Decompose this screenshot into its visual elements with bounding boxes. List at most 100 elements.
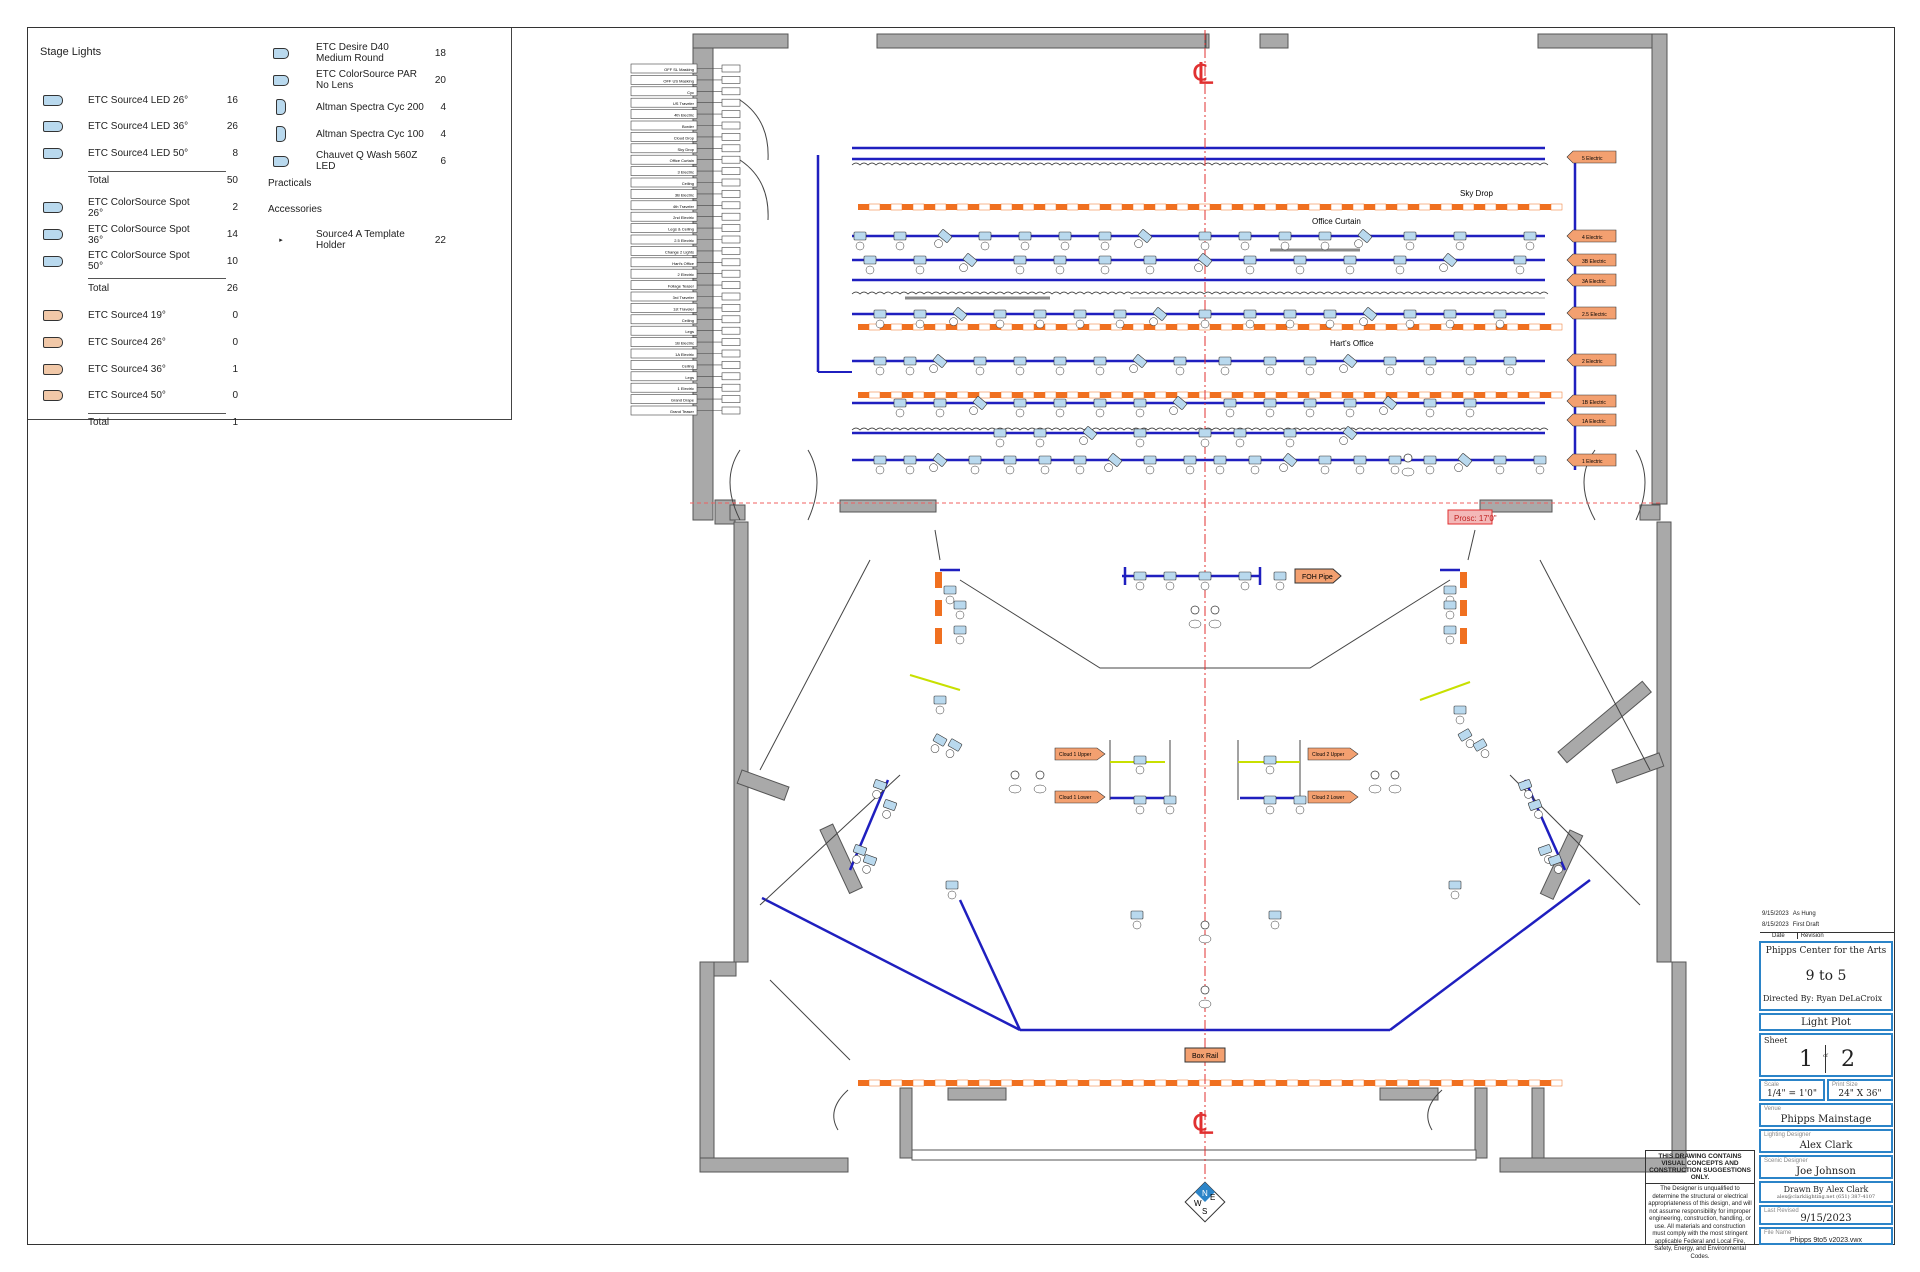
disclaimer-body: The Designer is unqualified to determine… (1648, 1186, 1752, 1260)
lighting-fixture (1263, 356, 1277, 376)
lighting-fixture (1238, 571, 1252, 591)
office-curtain-label: Office Curtain (1312, 217, 1361, 226)
lighting-fixture (969, 396, 988, 415)
revised-value: 9/15/2023 (1800, 1213, 1852, 1224)
lighting-fixture (1503, 356, 1517, 376)
lineset-label: Ceiling (682, 363, 694, 368)
fixture-symbol-icon (40, 202, 66, 214)
lineset-row: 3rd Traveler (630, 291, 741, 302)
lineset-label: 1B Electric (675, 341, 694, 346)
lineset-label: Border (682, 124, 695, 129)
lighting-fixture (893, 398, 907, 418)
lighting-fixture (1163, 571, 1177, 591)
pipe-tag-label: 4 Electric (1582, 235, 1603, 241)
lighting-fixture (1113, 309, 1127, 329)
cloud-tag-label: Cloud 2 Upper (1312, 752, 1345, 758)
lighting-fixture (1183, 455, 1197, 475)
legend-item-qty: 0 (232, 390, 238, 402)
lighting-fixture (873, 455, 887, 475)
lighting-fixture (1457, 728, 1475, 748)
lineset-label: Foliage Teaser (668, 284, 695, 289)
legend-item-name: ETC ColorSource Spot 36° (88, 223, 190, 246)
lighting-fixture (1130, 910, 1144, 930)
lighting-fixture (1423, 356, 1437, 376)
lineset-row: US Traveler (630, 97, 741, 108)
legend-item: ETC Source4 26°0 (40, 332, 238, 352)
lighting-fixture (1279, 453, 1298, 472)
lineset-row: 4th Electric (630, 109, 741, 119)
legend-item: ETC ColorSource Spot 26°2 (40, 196, 238, 219)
lineset-row: 2nd Electric (630, 211, 741, 222)
lighting-fixture (1013, 255, 1027, 275)
lighting-fixture (863, 255, 877, 275)
centerline-symbol-bottom: ℄ (1193, 1108, 1214, 1141)
lighting-fixture (1303, 398, 1317, 418)
lighting-fixture (873, 356, 887, 376)
lighting-fixture (1393, 255, 1407, 275)
lineset-row: Grand Teaser (630, 405, 741, 416)
lighting-fixture (959, 253, 978, 272)
lighting-fixture (929, 453, 948, 472)
lineset-row: 1B Electric (630, 337, 741, 347)
sheet-number: 1 (1799, 1047, 1813, 1072)
lighting-fixture (1527, 799, 1543, 819)
lighting-fixture (853, 231, 867, 251)
legend-item-qty: 20 (434, 74, 446, 86)
legend-item-qty: 16 (226, 94, 238, 106)
lineset-label: 1st Traveler (673, 306, 695, 311)
lineset-label: Change 2 Lights (665, 249, 694, 254)
fixture-symbol-icon (40, 121, 66, 133)
lighting-fixture (1517, 779, 1533, 799)
print-size-box: Print Size 24" X 36" (1827, 1079, 1893, 1101)
lighting-fixture (1013, 356, 1027, 376)
lineset-label: Office Curtain (670, 158, 694, 163)
legend-title: Stage Lights (40, 46, 102, 58)
fixture-symbol-icon (40, 94, 66, 106)
disclaimer-heading: THIS DRAWING CONTAINS VISUAL CONCEPTS AN… (1646, 1151, 1754, 1184)
lighting-fixture (1403, 309, 1417, 329)
par-fixture (1188, 605, 1202, 629)
lighting-fixture (1173, 356, 1187, 376)
lineset-row: Cloud Drop (630, 132, 741, 142)
lineset-label: 3B Electric (675, 192, 694, 197)
file-box: File Name Phipps 9to5 v2023.vwx (1759, 1227, 1893, 1245)
lineset-row: Legs & Ceiling (630, 223, 741, 233)
par-fixture (1033, 770, 1047, 794)
lighting-fixture (1218, 356, 1232, 376)
par-fixture (1388, 770, 1402, 794)
lighting-fixture (1133, 398, 1147, 418)
lineset-label: Legs & Ceiling (668, 227, 694, 232)
lineset-row: 4th Traveler (630, 200, 741, 211)
lighting-fixture (1523, 231, 1537, 251)
lighting-fixture (1454, 453, 1473, 472)
legend-item-name: ETC ColorSource Spot 26° (88, 196, 190, 219)
foh-pipe-label: FOH Pipe (1302, 574, 1333, 581)
lighting-fixture (1547, 854, 1563, 874)
lighting-fixture (1339, 354, 1358, 373)
fixture-symbol-icon (40, 255, 66, 267)
legend-item-name: ETC ColorSource Spot 50° (88, 250, 190, 273)
front-border-strip (858, 1079, 1563, 1087)
lighting-fixture (1354, 229, 1373, 248)
legend-item-name: ETC Desire D40 Medium Round (316, 42, 389, 64)
lighting-fixture (1073, 455, 1087, 475)
par-fixture (1208, 605, 1222, 629)
file-value: Phipps 9to5 v2023.vwx (1790, 1237, 1862, 1244)
lineset-label: Legs (685, 375, 694, 380)
sheet-box: Sheet 1 of 2 (1759, 1033, 1893, 1077)
lighting-fixture (949, 307, 968, 326)
pipe-tag: 3A Electric (1566, 273, 1617, 287)
pipe-tag-label: 2.5 Electric (1582, 312, 1607, 318)
lineset-row: Office Curtain (630, 154, 741, 165)
lighting-fixture (1134, 229, 1153, 248)
legend-item: ETC ColorSource Spot 36°14 (40, 223, 238, 246)
revised-label: Last Revised (1764, 1208, 1799, 1214)
box-rail-tag: Box Rail (1184, 1047, 1226, 1063)
lighting-fixture (1248, 455, 1262, 475)
lighting-fixture (943, 585, 957, 605)
fixture-symbol-icon (40, 309, 66, 321)
lighting-fixture (852, 844, 868, 864)
